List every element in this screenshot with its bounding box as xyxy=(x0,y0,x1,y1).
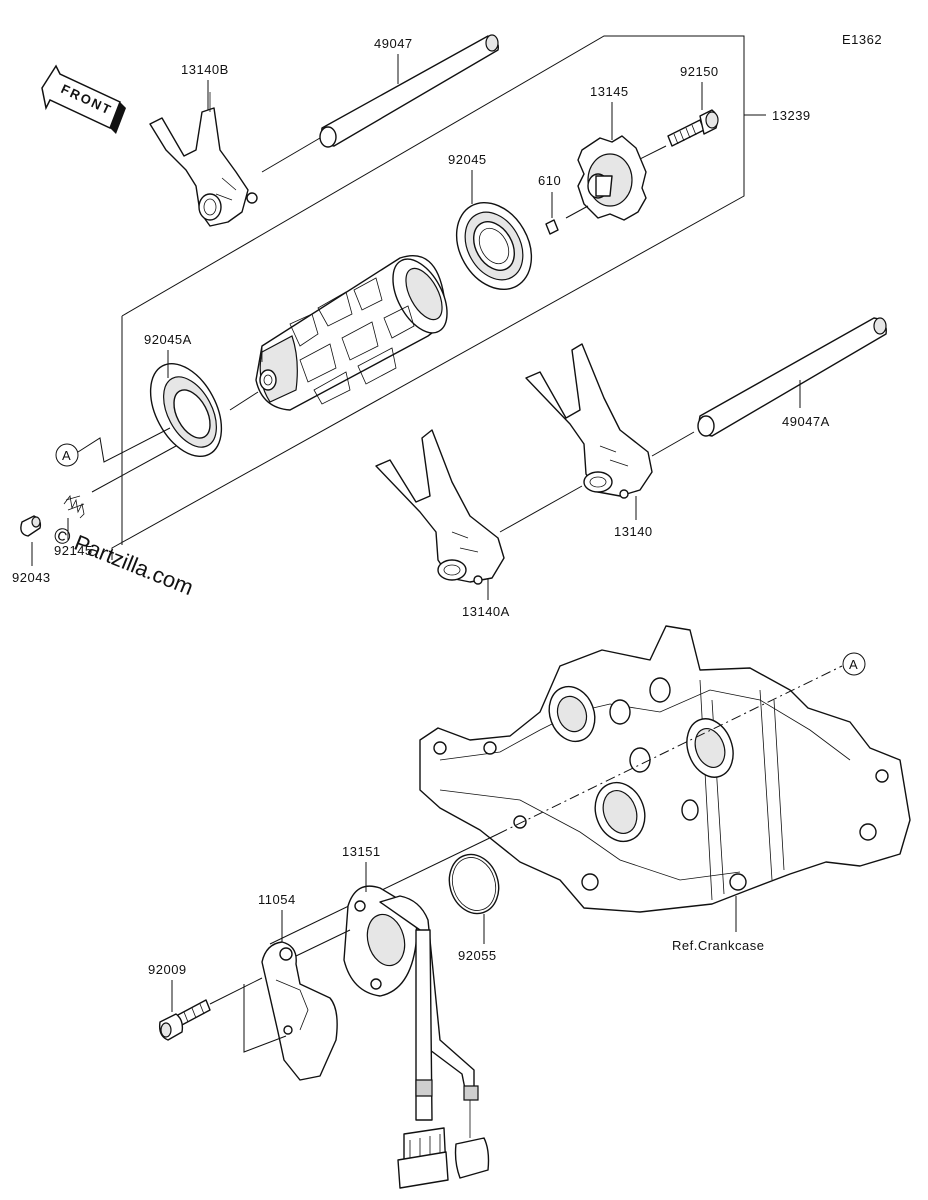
ref-crankcase-label: Ref.Crankcase xyxy=(672,938,764,953)
shift-rod-49047a xyxy=(697,317,887,437)
shift-drum xyxy=(255,255,448,411)
plunger-92043 xyxy=(20,515,42,537)
label-92150: 92150 xyxy=(680,64,719,79)
label-92043: 92043 xyxy=(12,570,51,585)
callout-a-circle-bottom xyxy=(842,652,866,676)
shift-fork-13140a xyxy=(375,429,505,585)
label-610: 610 xyxy=(538,173,561,188)
bracket-plate-11054 xyxy=(261,941,338,1081)
gear-position-sensor-13151 xyxy=(343,885,490,1189)
watermark: © Partzilla.com xyxy=(50,521,197,600)
label-92055: 92055 xyxy=(458,948,497,963)
label-92045: 92045 xyxy=(448,152,487,167)
bearing-92045 xyxy=(455,201,533,291)
label-13145: 13145 xyxy=(590,84,629,99)
shift-rod-49047 xyxy=(319,34,499,148)
label-11054: 11054 xyxy=(258,892,296,907)
assembly-bracket xyxy=(111,35,745,560)
shift-fork-13140 xyxy=(525,343,653,499)
label-49047: 49047 xyxy=(374,36,413,51)
label-92009: 92009 xyxy=(148,962,187,977)
spring-92145 xyxy=(63,495,85,519)
crankcase xyxy=(419,625,911,913)
o-ring-92055 xyxy=(448,853,500,915)
callout-a-bottom: A xyxy=(849,657,858,672)
bolt-92009 xyxy=(158,999,211,1041)
alignment-centerline xyxy=(497,665,843,835)
label-13140b: 13140B xyxy=(181,62,229,77)
bolt-92150 xyxy=(667,109,719,147)
label-13140: 13140 xyxy=(614,524,653,539)
label-92145: 92145 xyxy=(54,543,93,558)
pin-610 xyxy=(545,219,559,235)
diagram-code: E1362 xyxy=(842,32,882,47)
callout-a-top: A xyxy=(62,448,71,463)
label-13151: 13151 xyxy=(342,844,381,859)
label-13140a: 13140A xyxy=(462,604,510,619)
front-arrow-icon: FRONT xyxy=(41,64,126,134)
shift-cam-13145 xyxy=(577,135,647,221)
callout-a-circle xyxy=(55,443,79,467)
shift-fork-13140b xyxy=(149,92,258,227)
label-92045a: 92045A xyxy=(144,332,192,347)
label-49047a: 49047A xyxy=(782,414,830,429)
label-13239: 13239 xyxy=(772,108,811,123)
bearing-92045a xyxy=(149,362,223,458)
